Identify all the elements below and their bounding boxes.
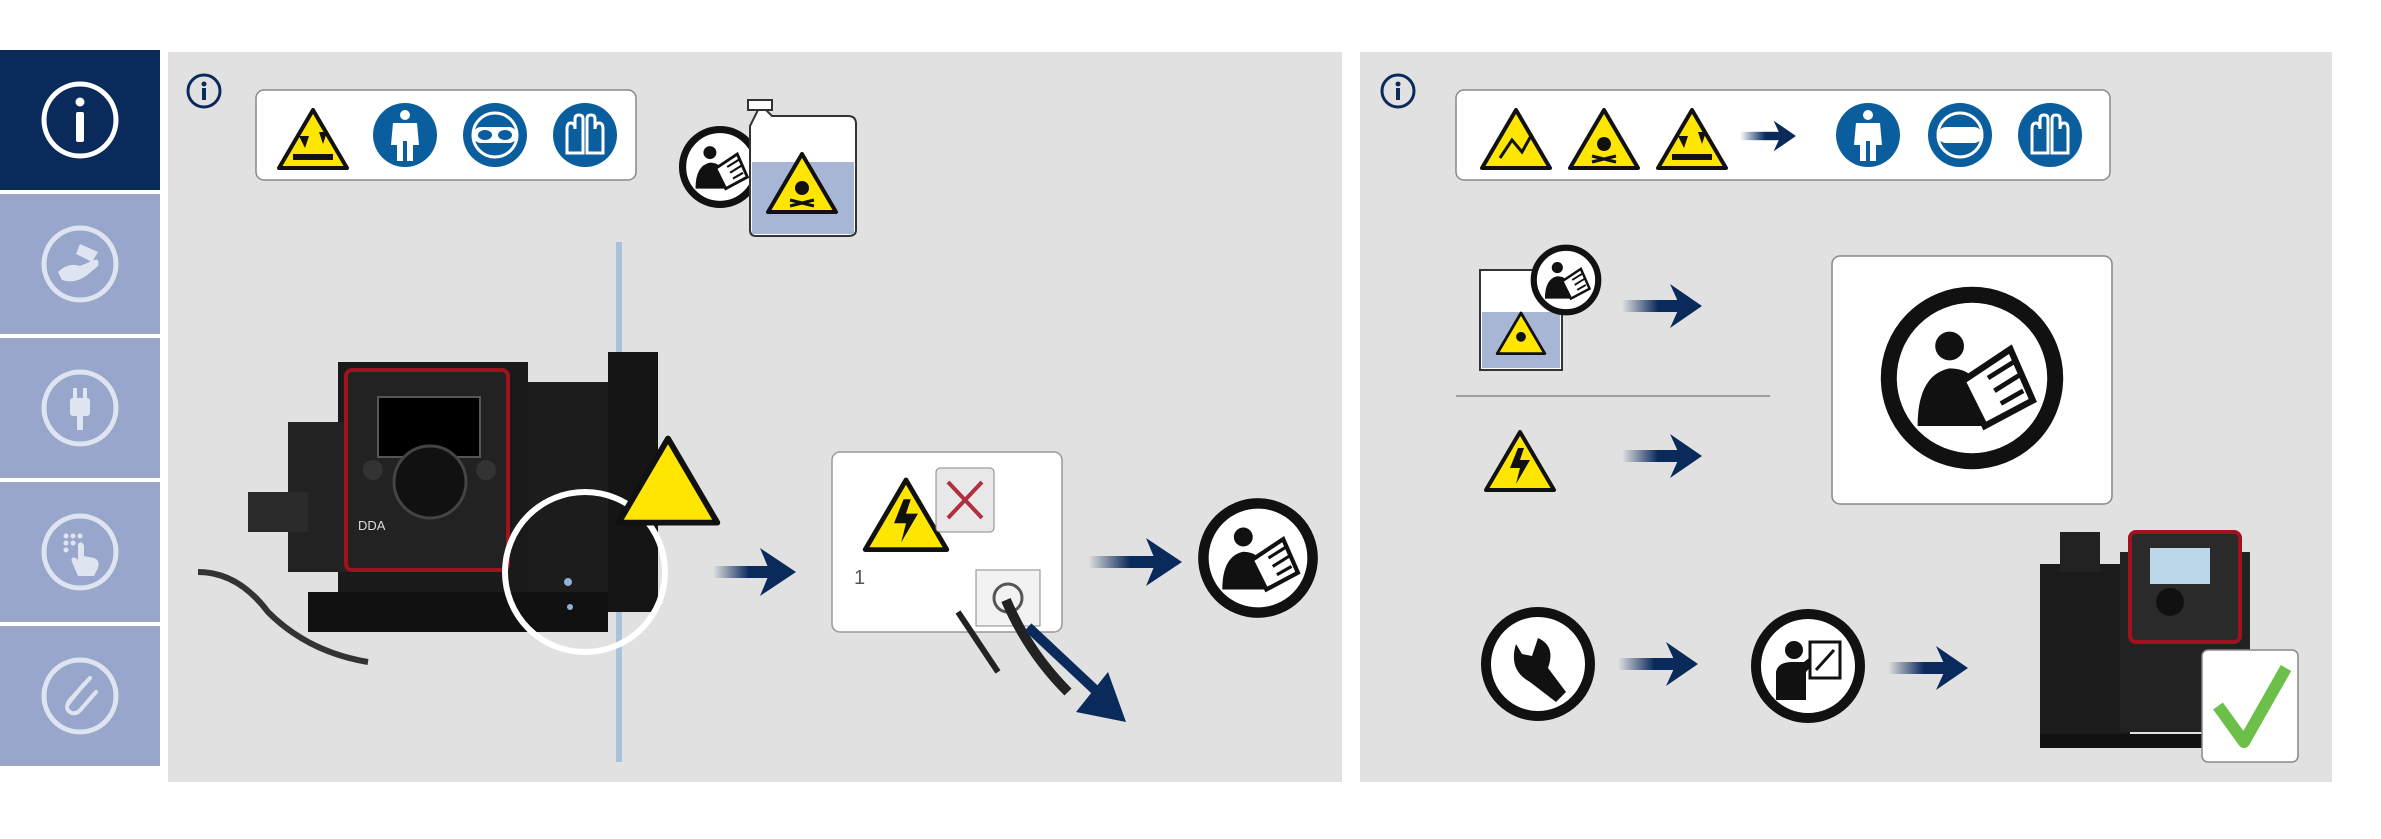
paperclip-icon (38, 654, 122, 738)
step-number: 1 (854, 567, 865, 589)
sidebar (0, 50, 160, 770)
arrow-icon (1622, 284, 1702, 328)
hand-pump-icon (38, 222, 122, 306)
read-manual-box (1832, 256, 2112, 504)
service-wrench-icon (1486, 612, 1590, 716)
gloves-icon (2018, 103, 2082, 167)
goggles-icon (463, 103, 527, 167)
ppe-requirements-box (256, 90, 636, 180)
hazard-ppe-box (1456, 90, 2110, 180)
sidebar-item-appendix[interactable] (0, 626, 160, 766)
toxic-canister (748, 100, 856, 236)
pump-display-label: DDA (358, 518, 386, 533)
arrow-icon (1622, 434, 1702, 478)
read-manual-icon (1203, 503, 1312, 612)
sidebar-item-electrical[interactable] (0, 338, 160, 478)
safety-panel-right (1360, 52, 2332, 782)
disconnect-power-box: 1 (832, 452, 1068, 692)
arrow-icon (1618, 642, 1698, 686)
electrical-hazard-icon (1486, 432, 1554, 490)
sidebar-item-operation[interactable] (0, 482, 160, 622)
safety-panel-left: DDA 1 (168, 52, 1342, 782)
info-icon (188, 75, 220, 107)
dosing-pump-ok (2040, 532, 2298, 762)
touch-control-icon (38, 510, 122, 594)
info-icon (38, 78, 122, 162)
arrow-icon (1088, 538, 1182, 586)
info-icon (1382, 75, 1414, 107)
sidebar-item-information[interactable] (0, 50, 160, 190)
read-manual-icon (1889, 295, 2055, 461)
goggles-icon (1928, 103, 1992, 167)
protective-suit-icon (373, 103, 437, 167)
protective-suit-icon (1836, 103, 1900, 167)
sidebar-item-handling[interactable] (0, 194, 160, 334)
read-manual-icon (1534, 248, 1598, 312)
dosing-pump: DDA (198, 352, 717, 662)
arrow-icon (1888, 646, 1968, 690)
gloves-icon (553, 103, 617, 167)
arrow-icon (713, 548, 796, 596)
training-icon (1756, 614, 1860, 718)
unplug-arrow-icon (1028, 627, 1126, 722)
plug-icon (38, 366, 122, 450)
read-manual-icon (683, 130, 758, 205)
